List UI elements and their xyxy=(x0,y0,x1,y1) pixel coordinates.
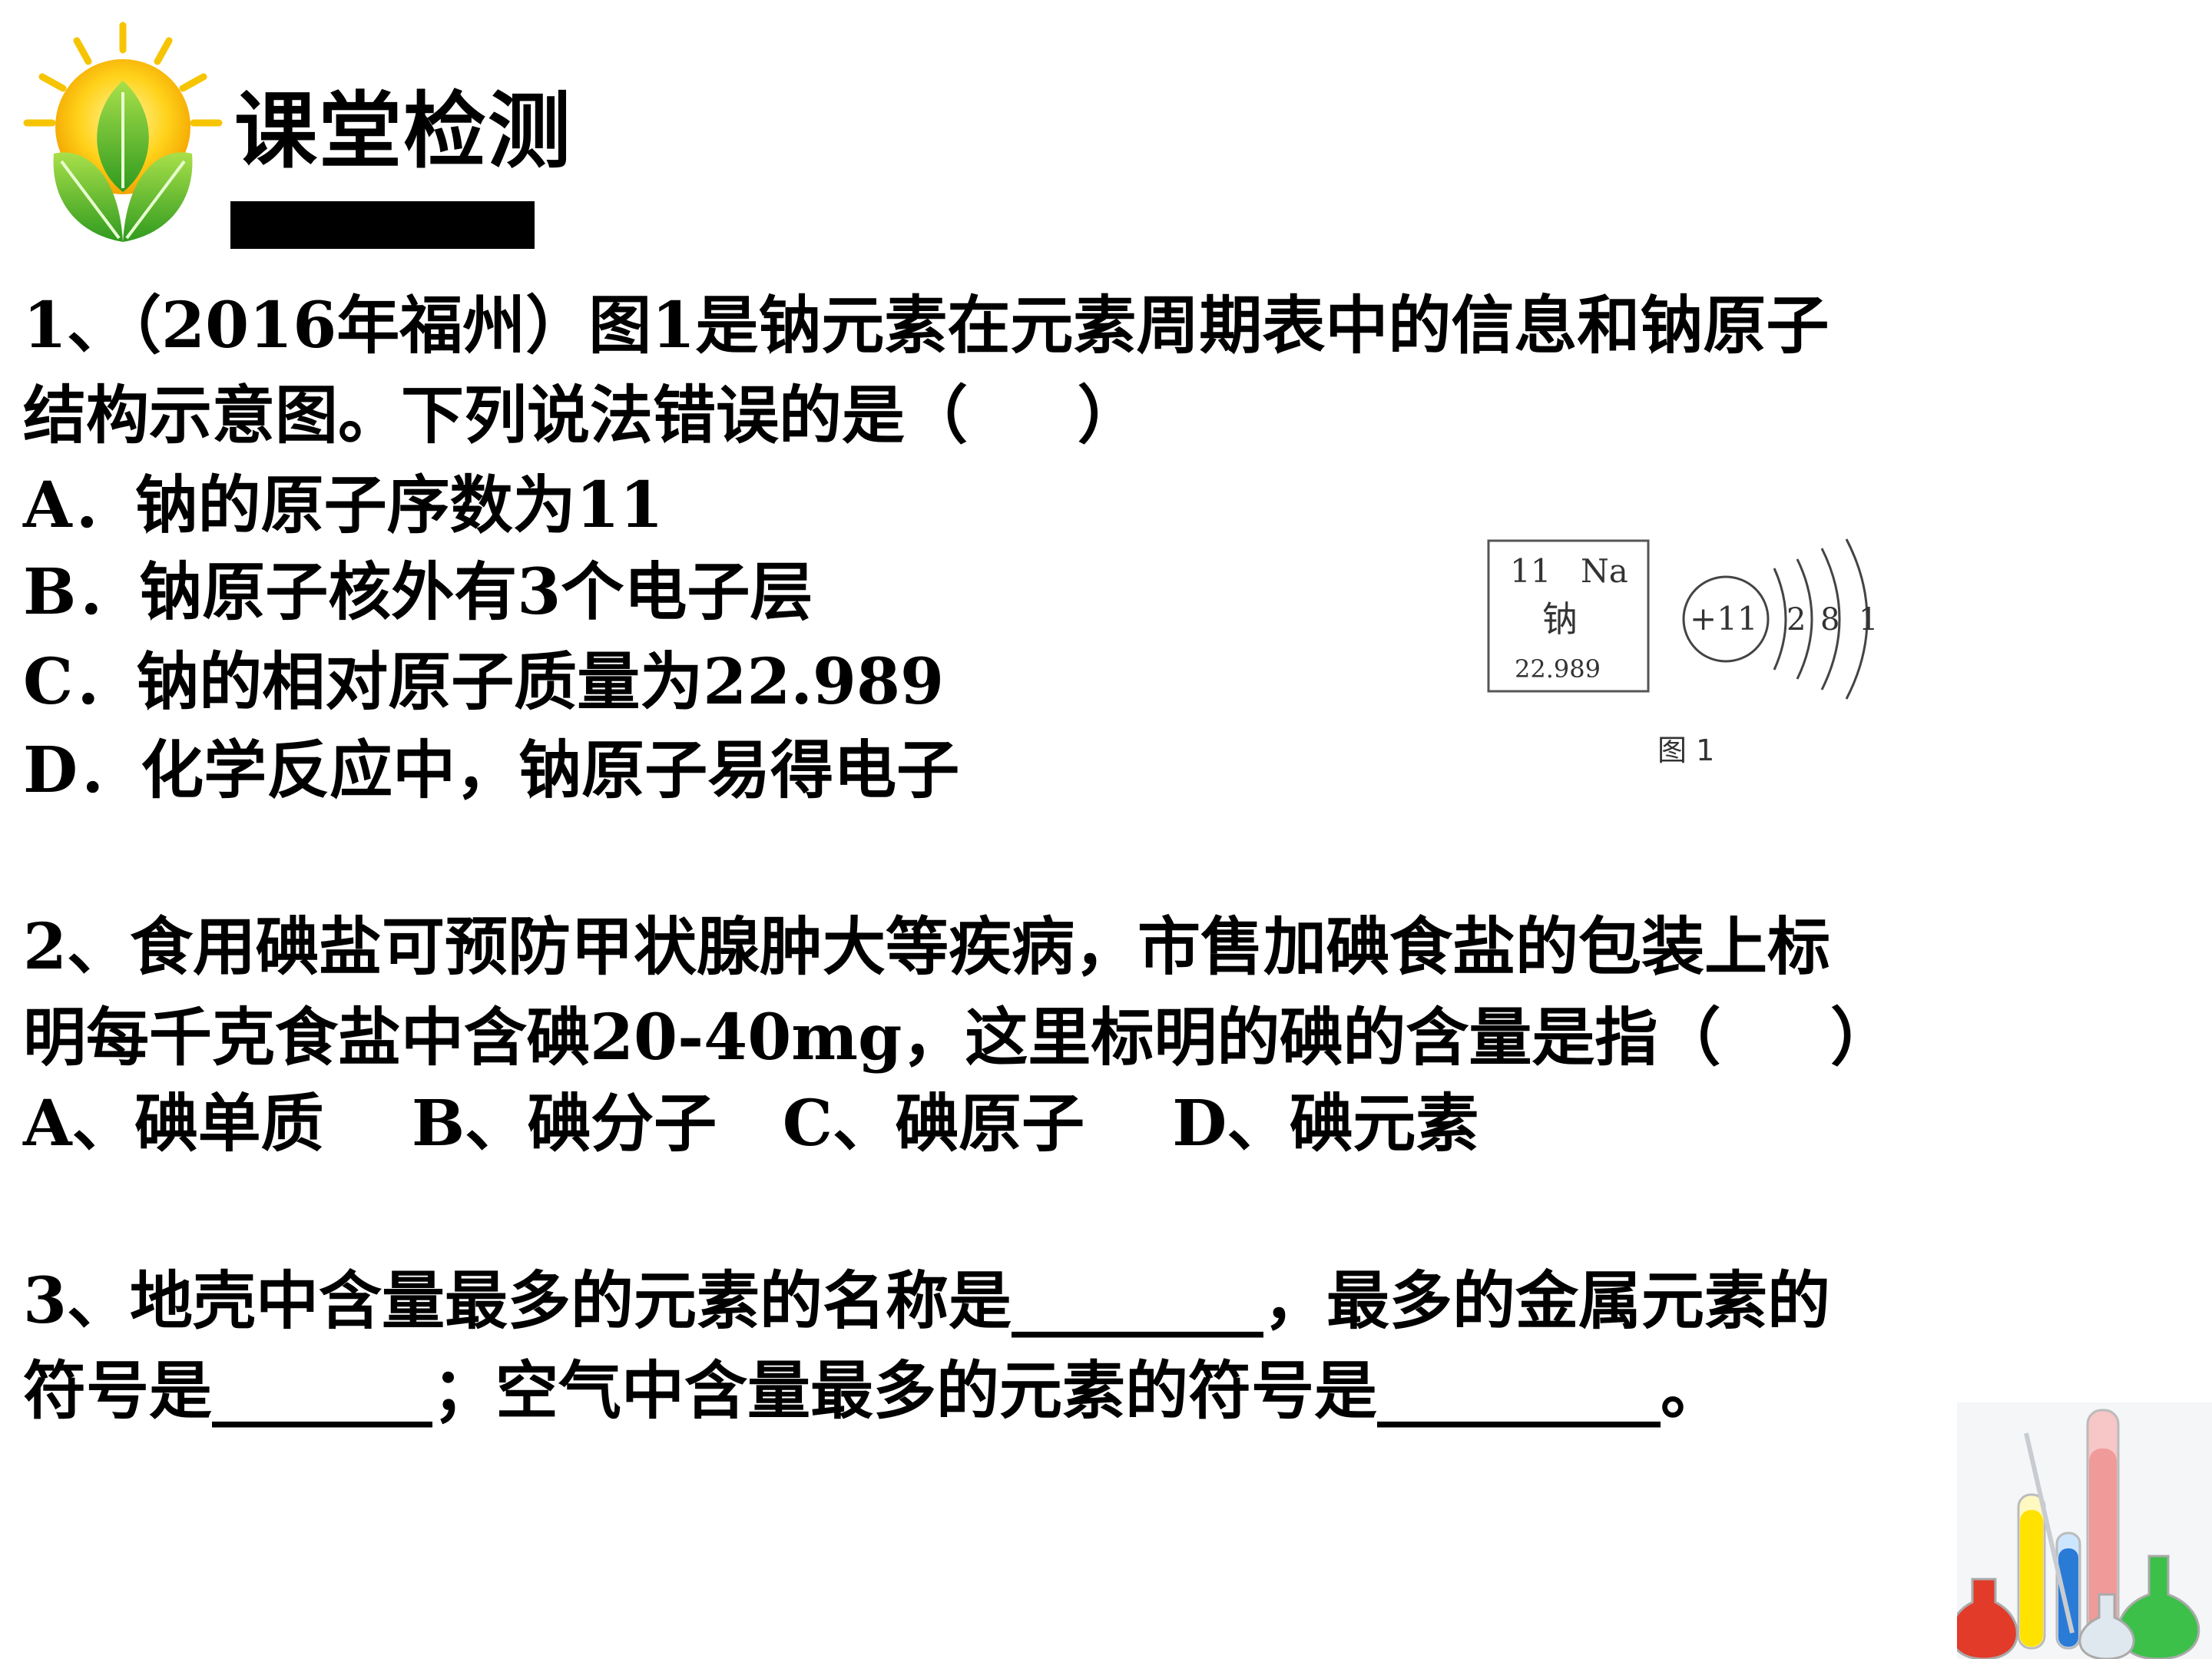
electron-shell-arc xyxy=(1773,568,1787,671)
nucleus-circle xyxy=(1682,575,1770,663)
shell-electrons-1: 2 xyxy=(1786,602,1806,637)
figure-caption: 图 1 xyxy=(1657,733,1714,767)
q1-option-c: C．钠的相对原子质量为22.989 xyxy=(23,645,945,719)
shell-electrons-2: 8 xyxy=(1820,602,1839,637)
sodium-figure: 11 Na 钠 22.989 +11 2 8 1 图 1 xyxy=(1487,538,1878,767)
element-atomic-number: 11 xyxy=(1510,552,1551,590)
element-mass: 22.989 xyxy=(1515,654,1601,684)
electron-shell-arc xyxy=(1845,538,1869,700)
element-cell-box xyxy=(1487,539,1650,693)
q2-line1: 2、食用碘盐可预防甲状腺肿大等疾病，市售加碘食盐的包装上标 xyxy=(23,910,1831,984)
sun-leaf-logo-icon xyxy=(23,22,223,242)
element-name: 钠 xyxy=(1542,598,1578,640)
nucleus-charge: +11 xyxy=(1690,600,1758,637)
q1-option-a: A．钠的原子序数为11 xyxy=(23,469,664,542)
electron-shell-arc xyxy=(1820,548,1841,690)
q1-line1: 1、（2016年福州）图1是钠元素在元素周期表中的信息和钠原子 xyxy=(23,289,1830,363)
shell-electrons-3: 1 xyxy=(1859,602,1878,637)
electron-shell-arc xyxy=(1796,558,1813,680)
element-symbol: Na xyxy=(1581,552,1628,590)
lab-glassware-icon xyxy=(1957,1402,2212,1659)
page-title: 课堂检测 xyxy=(234,84,573,180)
q2-options: A、碘单质 B、碘分子 C、碘原子 D、碘元素 xyxy=(23,1087,1479,1161)
q3-line1: 3、地壳中含量最多的元素的名称是________，最多的金属元素的 xyxy=(23,1264,1831,1338)
q1-option-b: B．钠原子核外有3个电子层 xyxy=(23,555,813,629)
q1-option-d: D．化学反应中，钠原子易得电子 xyxy=(23,733,960,807)
q2-line2: 明每千克食盐中含碘20-40mg，这里标明的碘的含量是指（ ） xyxy=(23,1001,1894,1075)
title-underline-bar xyxy=(230,201,535,249)
q3-line2: 符号是_______；空气中含量最多的元素的符号是_________。 xyxy=(23,1354,1724,1428)
q1-line2: 结构示意图。下列说法错误的是（ ） xyxy=(23,379,1141,452)
